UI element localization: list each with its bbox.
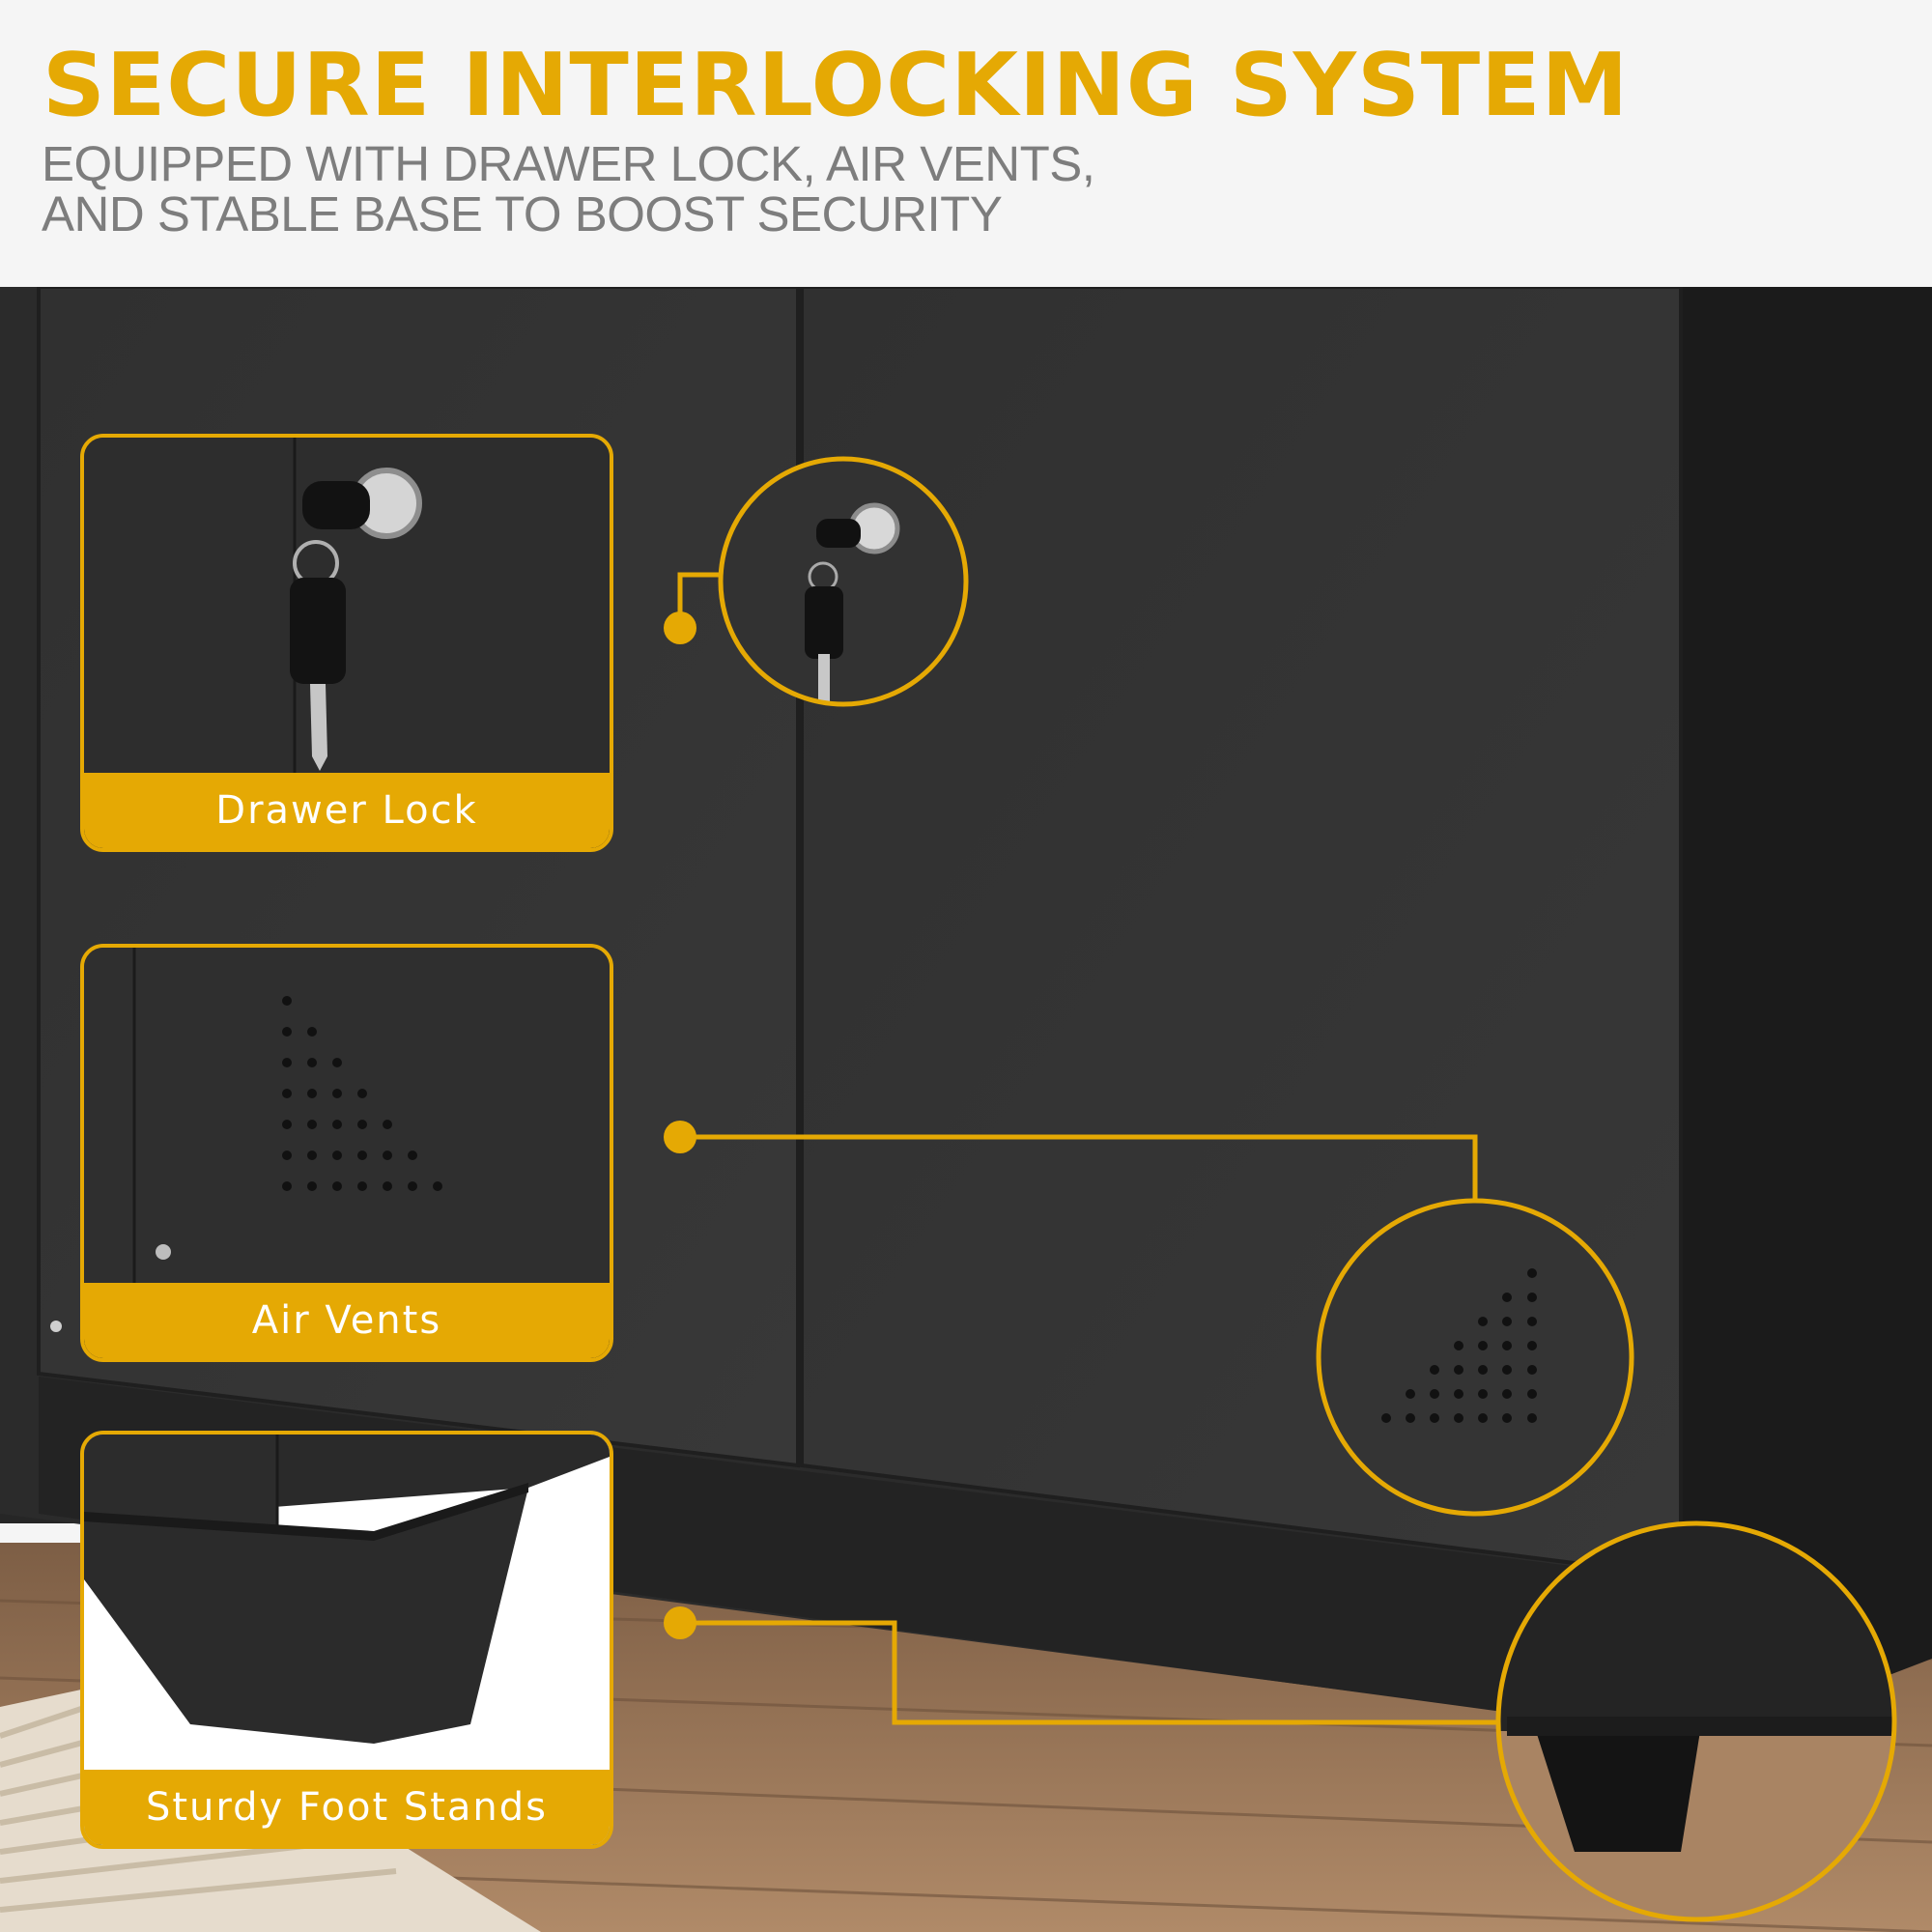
feature-card-foot-stands: Sturdy Foot Stands: [80, 1431, 613, 1849]
page-title: SECURE INTERLOCKING SYSTEM: [43, 35, 1630, 136]
callout-lines: [677, 572, 1498, 1725]
page-subtitle: EQUIPPED WITH DRAWER LOCK, AIR VENTS, AN…: [42, 139, 1297, 240]
feature-label-drawer-lock: Drawer Lock: [84, 773, 610, 848]
zoom-circle-vents: [1316, 1198, 1634, 1517]
subtitle-line-1: EQUIPPED WITH DRAWER LOCK, AIR VENTS,: [42, 136, 1095, 191]
subtitle-line-2: AND STABLE BASE TO BOOST SECURITY: [42, 186, 1003, 242]
callout-dot-vents: [664, 1121, 696, 1153]
zoom-circle-foot: [1495, 1520, 1897, 1922]
zoom-circle-lock: [718, 456, 969, 707]
zoom-vent-holes: [1381, 1268, 1537, 1423]
callout-dot-foot: [664, 1606, 696, 1639]
feature-card-drawer-lock: Drawer Lock: [80, 434, 613, 852]
feature-card-air-vents: Air Vents: [80, 944, 613, 1362]
feature-label-air-vents: Air Vents: [84, 1283, 610, 1358]
header-banner: SECURE INTERLOCKING SYSTEM EQUIPPED WITH…: [0, 0, 1932, 287]
callout-dot-lock: [664, 611, 696, 644]
feature-label-foot-stands: Sturdy Foot Stands: [84, 1770, 610, 1845]
